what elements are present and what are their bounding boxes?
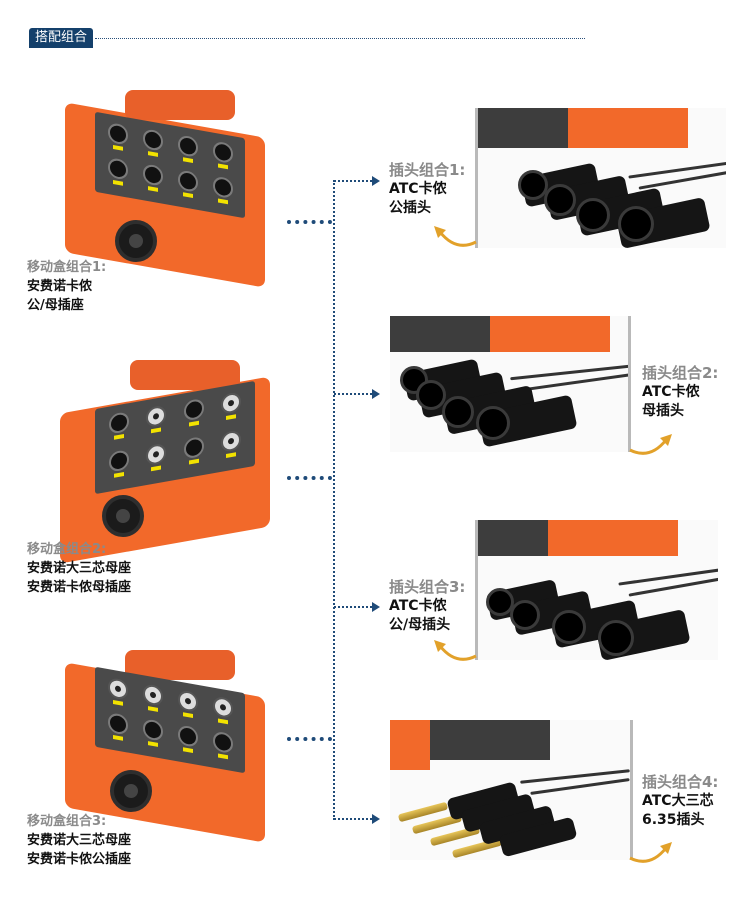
box-caption-line: 安费诺大三芯母座 — [27, 561, 132, 576]
plug-caption-title: 插头组合2: — [642, 364, 719, 382]
arrow-right-icon — [372, 814, 380, 824]
plug-caption-2: 插头组合2: ATC卡侬 母插头 — [642, 364, 718, 421]
header-divider — [95, 38, 585, 39]
xlr-plug-photo-3 — [475, 520, 718, 660]
plug-caption-line: 母插头 — [642, 403, 684, 419]
plug-caption-title: 插头组合3: — [389, 578, 466, 596]
box-caption-3: 移动盒组合3: 安费诺大三芯母座 安费诺卡侬公插座 — [27, 812, 131, 869]
box-caption-line: 安费诺卡侬公插座 — [27, 852, 132, 867]
plug-caption-line: 公插头 — [389, 200, 431, 216]
stage-box-photo-1 — [55, 90, 285, 290]
xlr-plug-photo-1 — [475, 108, 726, 248]
connector-vertical — [333, 180, 335, 820]
box-caption-2: 移动盒组合2: 安费诺大三芯母座 安费诺卡侬母插座 — [27, 540, 131, 597]
curved-arrow-icon — [629, 842, 672, 863]
connector-branch — [334, 180, 372, 182]
plug-caption-line: ATC卡侬 — [642, 384, 700, 400]
jack-plug-photo-4 — [390, 720, 633, 860]
plug-caption-3: 插头组合3: ATC卡侬 公/母插头 — [389, 578, 465, 635]
curved-arrow-icon — [434, 640, 477, 661]
connector-line — [287, 476, 332, 480]
curved-arrow-icon — [629, 434, 672, 455]
plug-caption-4: 插头组合4: ATC大三芯 6.35插头 — [642, 773, 718, 830]
connector-line — [287, 737, 332, 741]
box-caption-line: 安费诺卡侬 — [27, 279, 93, 294]
box-caption-line: 安费诺卡侬母插座 — [27, 580, 132, 595]
arrow-right-icon — [372, 602, 380, 612]
plug-caption-line: 6.35插头 — [642, 812, 705, 828]
plug-caption-line: ATC大三芯 — [642, 793, 714, 809]
box-caption-title: 移动盒组合1: — [27, 260, 107, 275]
connector-branch — [334, 393, 372, 395]
plug-caption-title: 插头组合4: — [642, 773, 719, 791]
connector-branch — [334, 818, 372, 820]
plug-caption-1: 插头组合1: ATC卡侬 公插头 — [389, 161, 465, 218]
plug-caption-title: 插头组合1: — [389, 161, 466, 179]
section-tag: 搭配组合 — [29, 28, 93, 48]
curved-arrow-icon — [434, 226, 477, 247]
stage-box-photo-3 — [55, 650, 285, 843]
box-caption-line: 公/母插座 — [27, 298, 84, 313]
stage-box-photo-2 — [50, 360, 290, 570]
arrow-right-icon — [372, 176, 380, 186]
xlr-plug-photo-2 — [390, 316, 631, 452]
plug-caption-line: 公/母插头 — [389, 617, 451, 633]
box-caption-1: 移动盒组合1: 安费诺卡侬 公/母插座 — [27, 258, 106, 315]
arrow-right-icon — [372, 389, 380, 399]
connector-branch — [334, 606, 372, 608]
plug-caption-line: ATC卡侬 — [389, 181, 447, 197]
plug-caption-line: ATC卡侬 — [389, 598, 447, 614]
connector-line — [287, 220, 332, 224]
box-caption-line: 安费诺大三芯母座 — [27, 833, 132, 848]
box-caption-title: 移动盒组合3: — [27, 814, 107, 829]
box-caption-title: 移动盒组合2: — [27, 542, 107, 557]
